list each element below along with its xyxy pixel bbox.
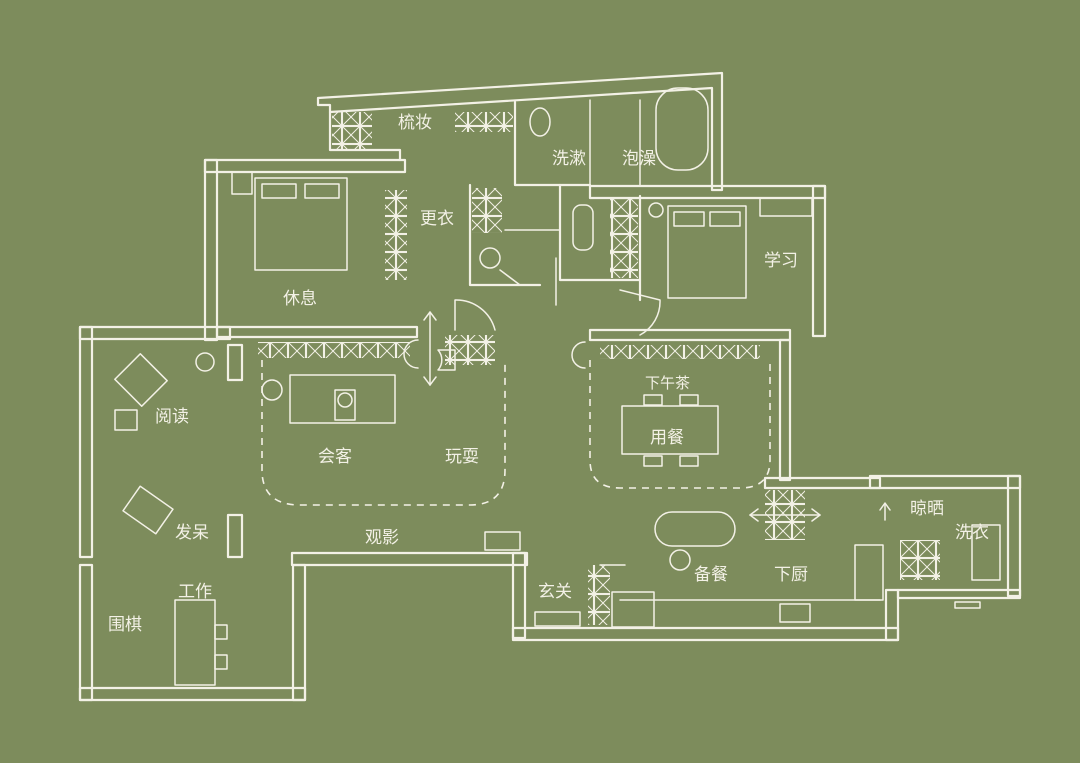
label-prep-meal: 备餐 (694, 565, 728, 585)
exterior-walls (78, 71, 1022, 702)
label-meeting: 会客 (318, 447, 352, 467)
label-cooking: 下厨 (774, 565, 808, 585)
label-wash: 洗漱 (552, 149, 586, 169)
room-labels: 梳妆 洗漱 泡澡 更衣 休息 学习 阅读 会客 玩耍 下午茶 用餐 发呆 观影 … (108, 113, 989, 635)
label-laundry: 洗衣 (955, 523, 989, 543)
label-reading: 阅读 (155, 407, 189, 427)
label-changing: 更衣 (420, 209, 454, 229)
label-play: 玩耍 (445, 447, 479, 467)
zone-outlines (261, 360, 771, 506)
circulation-arrows (423, 257, 891, 566)
label-study: 学习 (764, 251, 798, 271)
label-bath: 泡澡 (622, 149, 656, 169)
label-dressing: 梳妆 (398, 113, 432, 133)
label-afternoon-tea: 下午茶 (645, 374, 690, 392)
furniture (114, 87, 1001, 686)
label-entrance: 玄关 (538, 582, 572, 602)
label-rest: 休息 (283, 289, 317, 309)
doors (403, 269, 661, 371)
label-work: 工作 (178, 582, 212, 602)
label-daze: 发呆 (175, 523, 209, 543)
label-drying: 晾晒 (910, 499, 944, 519)
label-go-chess: 围棋 (108, 615, 142, 635)
cabinets (258, 112, 940, 625)
label-movie: 观影 (365, 528, 399, 548)
label-dining: 用餐 (650, 428, 684, 448)
